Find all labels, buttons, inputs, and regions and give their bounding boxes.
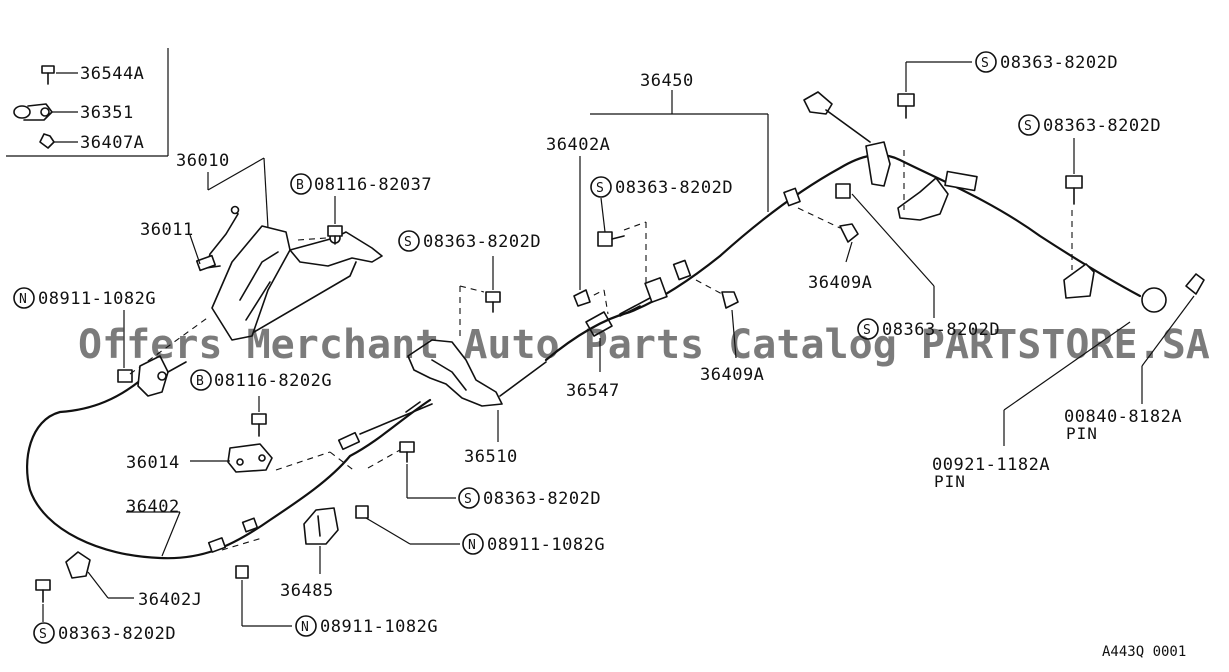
s-prefix-icon: [398, 230, 420, 252]
grommet-36409A-top: [797, 183, 859, 243]
label-08911-1082G-left: 08911-1082G: [38, 289, 156, 309]
label-08116-82037: 08116-82037: [314, 175, 432, 195]
label-00921-pin: PIN: [934, 472, 966, 491]
s-prefix-icon: [33, 622, 55, 644]
label-36510: 36510: [464, 447, 518, 467]
bolt-08116-8202G: [251, 413, 267, 437]
legend: 36544A 36351 36407A: [6, 48, 169, 157]
svg-text:S: S: [39, 627, 47, 642]
s-prefix-icon: [975, 51, 997, 73]
label-36011: 36011: [140, 220, 194, 240]
label-36409A-mid: 36409A: [700, 365, 764, 385]
clip-icon: [13, 103, 53, 121]
label-00921-1182A: 00921-1182A: [932, 455, 1050, 475]
svg-text:S: S: [404, 235, 412, 250]
s-prefix-icon: [857, 318, 879, 340]
label-08363-8202D-bottom-left: 08363-8202D: [58, 624, 176, 644]
svg-text:N: N: [468, 538, 476, 553]
label-36014: 36014: [126, 453, 180, 473]
label-08363-8202D-top: 08363-8202D: [1000, 53, 1118, 73]
label-36402A: 36402A: [546, 135, 610, 155]
legend-part-36544A: 36544A: [80, 64, 144, 84]
label-36402: 36402: [126, 497, 180, 517]
screw-08363-right: [1065, 175, 1083, 205]
parking-brake-lever-assembly: [195, 205, 383, 341]
bracket-36014: [227, 443, 273, 473]
screw-08363-top: [897, 93, 915, 119]
b-prefix-icon: [290, 173, 312, 195]
label-08911-1082G-bottom: 08911-1082G: [320, 617, 438, 637]
screw-08363-cable-left: [597, 221, 647, 317]
equalizer-36510: [407, 285, 547, 407]
nut-08911-mid: [355, 505, 369, 519]
pin-00840: [1185, 273, 1205, 295]
label-00840-pin: PIN: [1066, 424, 1098, 443]
n-prefix-icon: [462, 533, 484, 555]
grommet-36409A-mid: [695, 279, 739, 309]
label-00840-8182A: 00840-8182A: [1064, 407, 1182, 427]
n-prefix-icon: [295, 615, 317, 637]
label-36010: 36010: [176, 151, 230, 171]
svg-text:B: B: [196, 374, 204, 389]
clip-36402A: [573, 289, 591, 307]
legend-part-36351: 36351: [80, 103, 134, 123]
screw-08363-mid: [367, 441, 415, 469]
s-prefix-icon: [590, 176, 612, 198]
svg-text:N: N: [19, 292, 27, 307]
label-08363-8202D-center: 08363-8202D: [882, 320, 1000, 340]
label-36409A-top: 36409A: [808, 273, 872, 293]
s-prefix-icon: [458, 487, 480, 509]
label-08363-8202D-equalizer: 08363-8202D: [423, 232, 541, 252]
watermark: Offers Merchant Auto Parts Catalog PARTS…: [78, 322, 1210, 368]
legend-part-36407A: 36407A: [80, 133, 144, 153]
grommet-icon: [39, 133, 55, 149]
clip-36402J: [35, 551, 91, 603]
bolt-08116-82037: [297, 225, 343, 245]
svg-text:N: N: [301, 620, 309, 635]
label-36450: 36450: [640, 71, 694, 91]
svg-text:S: S: [1024, 119, 1032, 134]
rear-cable-36450: [544, 91, 1167, 362]
label-36547: 36547: [566, 381, 620, 401]
svg-text:S: S: [596, 181, 604, 196]
label-08363-8202D-mid: 08363-8202D: [483, 489, 601, 509]
label-08911-1082G-mid: 08911-1082G: [487, 535, 605, 555]
front-cable-36402: [26, 355, 433, 560]
n-prefix-icon: [13, 287, 35, 309]
b-prefix-icon: [190, 369, 212, 391]
diagram-code: A443Q 0001: [1102, 644, 1186, 660]
svg-text:B: B: [296, 178, 304, 193]
label-08116-8202G: 08116-8202G: [214, 371, 332, 391]
label-36485: 36485: [280, 581, 334, 601]
nut-08911-bottom: [221, 537, 263, 579]
label-08363-8202D-right: 08363-8202D: [1043, 116, 1161, 136]
label-08363-8202D-cable-left: 08363-8202D: [615, 178, 733, 198]
screw-08363-equalizer: [485, 291, 501, 313]
label-36402J: 36402J: [138, 590, 202, 610]
bolt-icon: [41, 65, 55, 85]
svg-text:S: S: [863, 323, 871, 338]
svg-text:S: S: [464, 492, 472, 507]
bracket-36485: [275, 451, 357, 545]
svg-text:S: S: [981, 56, 989, 71]
s-prefix-icon: [1018, 114, 1040, 136]
